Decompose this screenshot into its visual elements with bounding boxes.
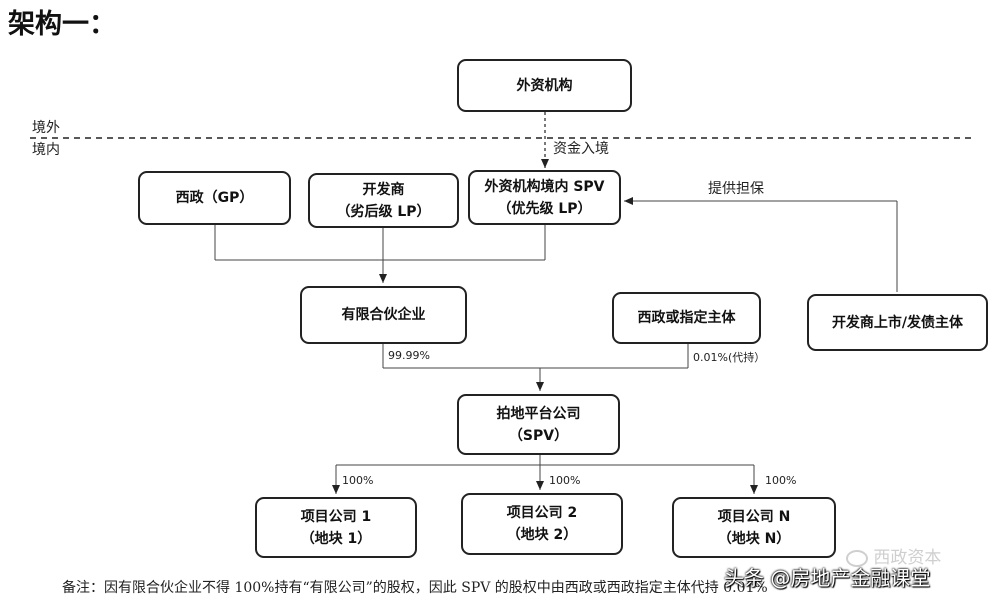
developer-label: 开发商: [362, 181, 405, 198]
designated-entity-label: 西政或指定主体: [637, 310, 736, 326]
wechat-watermark-text: 西政资本: [873, 548, 942, 568]
partnership-box: 有限合伙企业: [300, 286, 467, 344]
pct-project2-label: 100%: [549, 474, 581, 487]
xizheng-gp-label: 西政（GP）: [175, 190, 254, 206]
projectN-label: 项目公司 N: [717, 508, 791, 525]
developer-box: 开发商 （劣后级 LP）: [308, 173, 459, 228]
land-platform-label: 拍地平台公司: [496, 405, 581, 422]
project2-sublabel: （地块 2）: [506, 527, 578, 543]
foreign-institution-label: 外资机构: [516, 77, 573, 94]
designated-entity-box: 西政或指定主体: [612, 292, 761, 344]
project1-sublabel: （地块 1）: [300, 530, 372, 547]
listed-developer-label: 开发商上市/发债主体: [831, 314, 964, 331]
capital-in-label: 资金入境: [553, 141, 609, 157]
projectN-box: 项目公司 N （地块 N）: [672, 497, 836, 558]
listed-developer-box: 开发商上市/发债主体: [807, 294, 988, 351]
developer-sublabel: （劣后级 LP）: [336, 203, 431, 220]
wechat-icon: [846, 549, 868, 567]
guarantee-label: 提供担保: [708, 181, 764, 197]
region-outside-label: 境外: [32, 120, 60, 136]
page-title: 架构一：: [8, 9, 116, 40]
toutiao-watermark: 头条 @房地产金融课堂: [724, 566, 931, 590]
project1-label: 项目公司 1: [300, 508, 372, 525]
land-platform-sublabel: （SPV）: [508, 427, 569, 444]
foreign-spv-box: 外资机构境内 SPV （优先级 LP）: [468, 170, 621, 225]
project2-label: 项目公司 2: [506, 505, 578, 521]
foreign-institution-box: 外资机构: [457, 59, 632, 112]
footnote: 备注：因有限合伙企业不得 100%持有“有限公司”的股权，因此 SPV 的股权中…: [62, 580, 768, 596]
land-platform-box: 拍地平台公司 （SPV）: [457, 394, 620, 455]
project2-box: 项目公司 2 （地块 2）: [461, 493, 623, 555]
foreign-spv-sublabel: （优先级 LP）: [497, 200, 592, 217]
projectN-sublabel: （地块 N）: [717, 530, 791, 547]
project1-box: 项目公司 1 （地块 1）: [255, 497, 417, 558]
foreign-spv-label: 外资机构境内 SPV: [484, 178, 605, 195]
xizheng-gp-box: 西政（GP）: [138, 171, 291, 225]
region-inside-label: 境内: [32, 142, 60, 158]
wechat-watermark: 西政资本: [846, 543, 941, 568]
pct-designated-label: 0.01%(代持）: [693, 351, 766, 364]
partnership-label: 有限合伙企业: [341, 307, 426, 323]
pct-partnership-label: 99.99%: [388, 349, 430, 362]
pct-projectN-label: 100%: [765, 474, 797, 487]
pct-project1-label: 100%: [342, 474, 374, 487]
